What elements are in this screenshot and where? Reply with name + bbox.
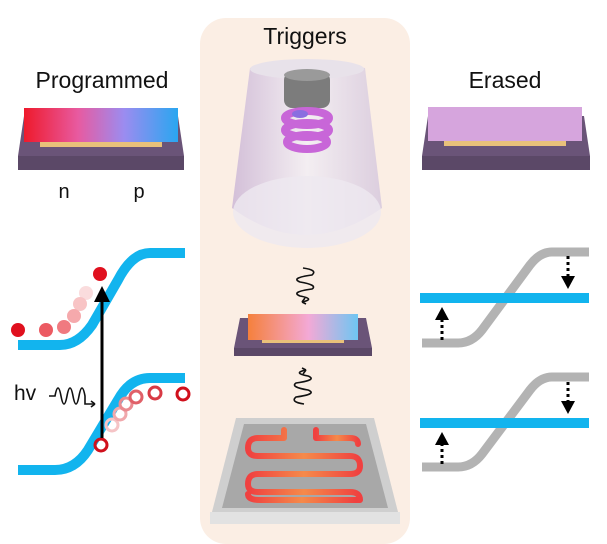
shift-arrows-lower	[435, 382, 575, 464]
erased-panel: Erased	[420, 67, 590, 472]
erased-device-icon	[422, 107, 590, 170]
erased-title: Erased	[469, 67, 542, 93]
n-region-label: n	[58, 181, 69, 203]
programmed-panel: Programmed n p	[11, 67, 191, 475]
wavy-arrow-up-icon	[293, 367, 312, 405]
flat-band-upper	[420, 293, 589, 303]
electron	[79, 286, 93, 300]
electron	[67, 309, 81, 323]
shift-arrows-upper	[435, 256, 575, 340]
hole	[118, 396, 134, 412]
electron	[11, 323, 25, 337]
trigger-device-icon	[234, 314, 372, 356]
hole	[93, 437, 109, 453]
hole	[175, 386, 191, 402]
wavy-arrow-down-icon	[296, 267, 315, 305]
heater-icon	[210, 418, 400, 524]
electron	[93, 267, 107, 281]
excitation-arrow	[94, 286, 110, 438]
electron	[39, 323, 53, 337]
triggers-panel: Triggers	[200, 18, 410, 544]
photon-label: hv	[14, 382, 37, 405]
lamp-icon	[232, 59, 382, 248]
electron	[57, 320, 71, 334]
electrons	[11, 267, 107, 337]
p-region-label: p	[133, 181, 144, 203]
programmed-device-icon	[18, 108, 184, 170]
conduction-band	[18, 248, 185, 350]
triggers-title: Triggers	[263, 23, 347, 49]
electron	[73, 297, 87, 311]
programmed-title: Programmed	[36, 67, 169, 93]
hole	[104, 417, 120, 433]
photon-wave-icon	[49, 387, 96, 408]
flat-band-lower	[420, 418, 589, 428]
holes	[93, 385, 191, 453]
hole	[147, 385, 163, 401]
hole	[128, 389, 144, 405]
